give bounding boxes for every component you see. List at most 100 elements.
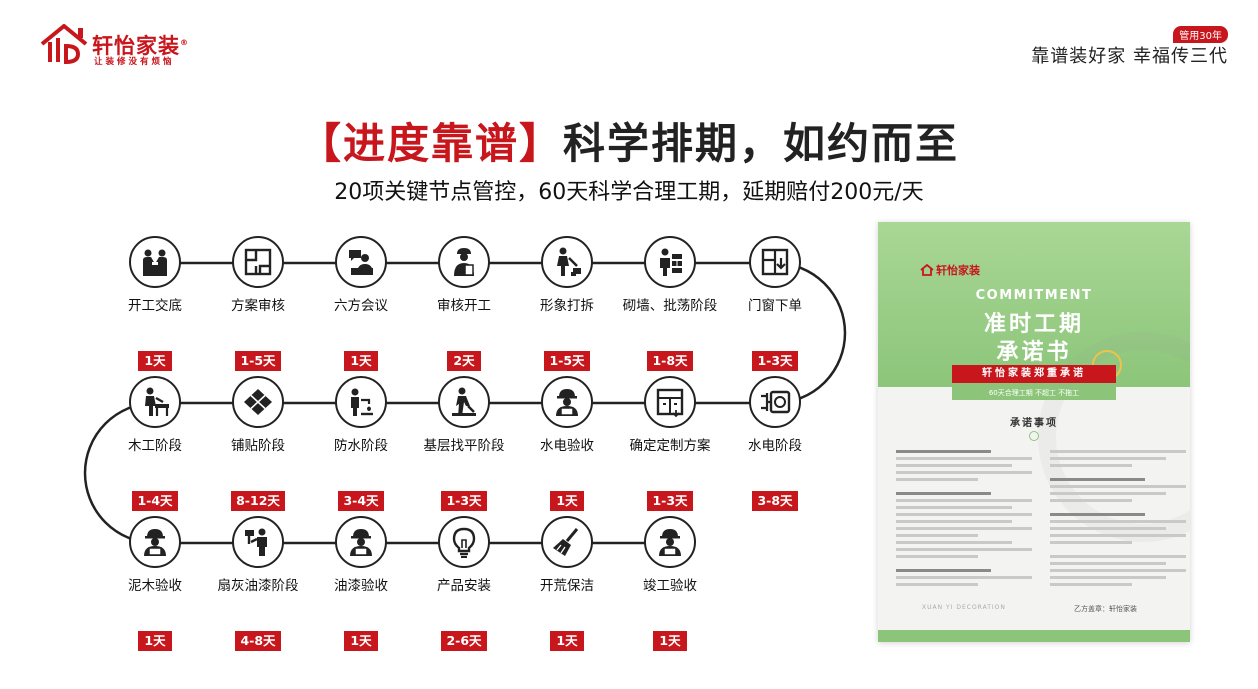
timeline-step: 基层找平阶段 1-3天 bbox=[409, 376, 519, 511]
step-icon-circle bbox=[335, 376, 387, 428]
page-title: 【进度靠谱】科学排期，如约而至 bbox=[0, 110, 1258, 171]
house-logo-icon bbox=[920, 264, 934, 276]
step-label: 门窗下单 bbox=[748, 298, 802, 314]
circle-mark-icon bbox=[1029, 431, 1039, 441]
timeline-step: 铺贴阶段 8-12天 bbox=[203, 376, 313, 511]
step-label: 六方会议 bbox=[334, 298, 388, 314]
document-footer-band bbox=[878, 630, 1190, 642]
step-label: 砌墙、批荡阶段 bbox=[622, 298, 718, 314]
step-duration-badge: 1-3天 bbox=[441, 491, 487, 511]
step-label: 水电验收 bbox=[540, 438, 594, 454]
step-duration-badge: 8-12天 bbox=[231, 491, 285, 511]
timeline-step: 方案审核 1-5天 bbox=[203, 236, 313, 371]
step-duration-badge: 1-5天 bbox=[235, 351, 281, 371]
commitment-document: 轩怡家装 COMMITMENT 准时工期 承诺书 轩怡家装郑重承诺 60天合理工… bbox=[878, 222, 1190, 642]
inspector-icon bbox=[659, 529, 681, 556]
tagline-block: 管用30年 靠谱装好家 幸福传三代 bbox=[1028, 26, 1228, 67]
step-duration-badge: 1天 bbox=[138, 351, 172, 371]
years-badge: 管用30年 bbox=[1173, 26, 1228, 43]
waterproof-icon bbox=[351, 388, 373, 416]
step-label: 油漆验收 bbox=[334, 578, 388, 594]
timeline-step: 开工交底 1天 bbox=[100, 236, 210, 371]
timeline-step: 水电验收 1天 bbox=[512, 376, 622, 511]
step-label: 产品安装 bbox=[437, 578, 491, 594]
step-icon-circle bbox=[438, 376, 490, 428]
carpentry-icon bbox=[145, 387, 169, 416]
step-label: 泥木验收 bbox=[128, 578, 182, 594]
step-label: 方案审核 bbox=[231, 298, 285, 314]
lightbulb-icon bbox=[452, 527, 476, 558]
step-icon-circle bbox=[541, 236, 593, 288]
document-section-title: 承诺事项 bbox=[1010, 418, 1058, 429]
step-label: 确定定制方案 bbox=[629, 438, 711, 454]
step-icon-circle bbox=[232, 516, 284, 568]
timeline-step: 竣工验收 1天 bbox=[615, 516, 725, 651]
broom-icon bbox=[553, 528, 579, 556]
brand-slogan: 让装修没有烦恼 bbox=[94, 57, 175, 67]
step-duration-badge: 1-3天 bbox=[752, 351, 798, 371]
timeline-step: 防水阶段 3-4天 bbox=[306, 376, 416, 511]
step-icon-circle bbox=[541, 516, 593, 568]
step-label: 开工交底 bbox=[128, 298, 182, 314]
clipboard-worker-icon bbox=[454, 248, 474, 276]
step-duration-badge: 1天 bbox=[550, 631, 584, 651]
step-icon-circle bbox=[644, 516, 696, 568]
document-brand: 轩怡家装 bbox=[920, 262, 980, 278]
step-duration-badge: 2-6天 bbox=[441, 631, 487, 651]
step-icon-circle bbox=[749, 376, 801, 428]
house-logo-icon bbox=[40, 24, 88, 65]
step-duration-badge: 1-4天 bbox=[132, 491, 178, 511]
page-subtitle: 20项关键节点管控，60天科学合理工期，延期赔付200元/天 bbox=[334, 180, 924, 205]
demolition-icon bbox=[557, 247, 581, 276]
painting-icon bbox=[245, 528, 267, 556]
step-label: 水电阶段 bbox=[748, 438, 802, 454]
step-duration-badge: 1天 bbox=[550, 491, 584, 511]
document-text-column-right bbox=[1050, 450, 1186, 590]
step-icon-circle bbox=[749, 236, 801, 288]
timeline-step: 水电阶段 3-8天 bbox=[720, 376, 830, 511]
step-duration-badge: 2天 bbox=[447, 351, 481, 371]
step-label: 形象打拆 bbox=[540, 298, 594, 314]
title-highlight: 【进度靠谱】 bbox=[298, 119, 563, 168]
step-duration-badge: 1-8天 bbox=[647, 351, 693, 371]
step-icon-circle bbox=[129, 236, 181, 288]
step-label: 基层找平阶段 bbox=[423, 438, 505, 454]
step-duration-badge: 1天 bbox=[344, 351, 378, 371]
step-label: 竣工验收 bbox=[643, 578, 697, 594]
step-icon-circle bbox=[232, 236, 284, 288]
step-icon-circle bbox=[644, 236, 696, 288]
document-ribbon-sub: 60天合理工期 不超工 不拖工 bbox=[952, 387, 1116, 400]
tiles-icon bbox=[244, 389, 272, 415]
inspector-icon bbox=[144, 529, 166, 556]
step-label: 铺贴阶段 bbox=[231, 438, 285, 454]
step-duration-badge: 1天 bbox=[653, 631, 687, 651]
leveling-icon bbox=[452, 387, 476, 416]
step-icon-circle bbox=[438, 516, 490, 568]
step-label: 防水阶段 bbox=[334, 438, 388, 454]
brand-logo: 轩怡家装® 让装修没有烦恼 bbox=[38, 22, 208, 68]
step-duration-badge: 3-4天 bbox=[338, 491, 384, 511]
step-icon-circle bbox=[335, 236, 387, 288]
title-main: 科学排期，如约而至 bbox=[563, 119, 960, 168]
step-duration-badge: 4-8天 bbox=[235, 631, 281, 651]
step-icon-circle bbox=[129, 516, 181, 568]
step-icon-circle bbox=[438, 236, 490, 288]
document-ribbon: 轩怡家装郑重承诺 bbox=[952, 365, 1116, 383]
step-icon-circle bbox=[129, 376, 181, 428]
inspector-icon bbox=[556, 389, 578, 416]
step-icon-circle bbox=[541, 376, 593, 428]
step-label: 木工阶段 bbox=[128, 438, 182, 454]
step-icon-circle bbox=[335, 516, 387, 568]
step-label: 审核开工 bbox=[437, 298, 491, 314]
handshake-icon bbox=[143, 249, 167, 276]
step-icon-circle bbox=[644, 376, 696, 428]
step-duration-badge: 3-8天 bbox=[752, 491, 798, 511]
bricklaying-icon bbox=[660, 248, 682, 276]
step-label: 开荒保洁 bbox=[540, 578, 594, 594]
timeline-step: 门窗下单 1-3天 bbox=[720, 236, 830, 371]
inspector-icon bbox=[350, 529, 372, 556]
timeline-step: 开荒保洁 1天 bbox=[512, 516, 622, 651]
